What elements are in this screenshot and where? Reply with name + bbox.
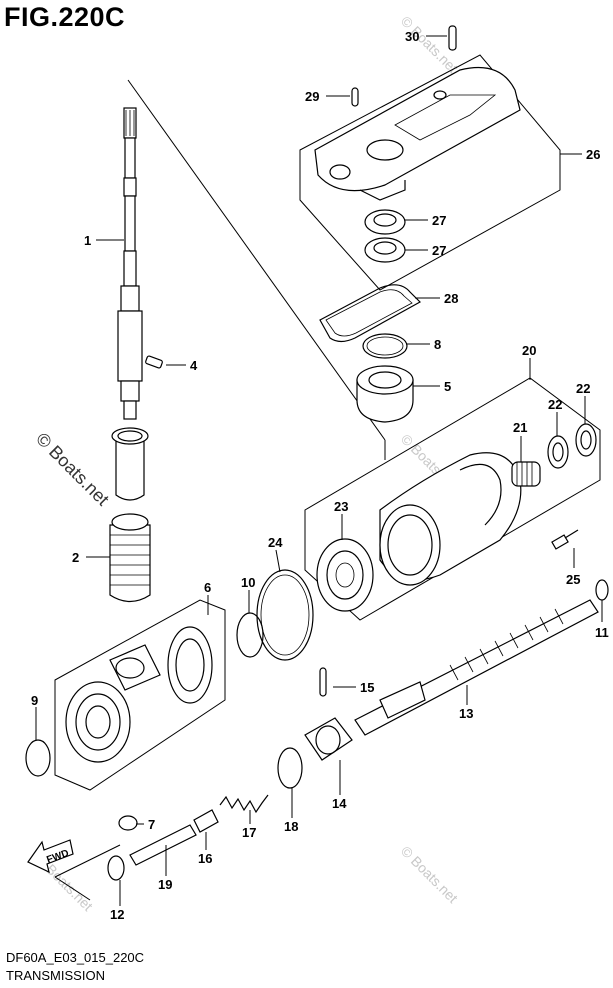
sleeve [111,427,149,501]
pin-15 [319,667,327,697]
leader-lines [35,35,603,906]
clutch-dog-14 [304,717,353,761]
callout-14: 14 [332,796,347,811]
callout-29: 29 [305,89,319,104]
drive-shaft-housing-plate [314,66,521,201]
pin-30 [448,25,457,51]
shim-9 [25,739,51,777]
callout-2: 2 [72,550,79,565]
o-ring-24 [256,569,314,661]
propeller-shaft-13 [354,599,599,736]
callout-6: 6 [204,580,211,595]
callout-30: 30 [405,29,419,44]
callout-8: 8 [434,337,441,352]
bearing-27-lower [364,237,406,263]
nut-7 [118,815,138,831]
callout-9: 9 [31,693,38,708]
shim-12 [107,855,125,881]
callout-17: 17 [242,825,256,840]
callout-24: 24 [268,535,283,550]
key-4 [145,355,163,369]
callout-10: 10 [241,575,255,590]
callout-11: 11 [595,625,609,640]
pin-29 [351,87,359,107]
bearing-5 [356,365,414,423]
callout-12: 12 [110,907,124,922]
callouts: 1 4 2 6 9 7 30 29 26 27 27 28 8 5 20 21 … [31,29,609,922]
box-part-26 [299,54,561,291]
callout-28: 28 [444,291,458,306]
bearing-case-20 [379,452,522,586]
callout-25: 25 [566,572,580,587]
callout-20: 20 [522,343,536,358]
needle-bearing-21 [511,461,541,487]
snap-ring-11 [595,579,609,601]
callout-21: 21 [513,420,527,435]
bearing-27-upper [364,209,406,235]
callout-26: 26 [586,147,600,162]
callout-7: 7 [148,817,155,832]
callout-18: 18 [284,819,298,834]
ball-bearing-23 [316,538,374,612]
watermark-text: © Boats.net [32,429,113,510]
callout-27: 27 [432,243,446,258]
figure-code: DF60A_E03_015_220C [6,950,145,965]
o-ring-8 [362,333,408,359]
callout-5: 5 [444,379,451,394]
shift-slider-19 [129,824,197,866]
callout-13: 13 [459,706,473,721]
guide-line [127,79,386,441]
bellows-boot-2 [109,513,151,603]
gear-set-6 [65,626,213,763]
spring-17 [219,794,269,814]
drive-shaft-1 [117,107,143,420]
bolt-25 [551,529,579,550]
push-rod-16 [193,809,219,833]
callout-22: 22 [576,381,590,396]
oil-seal-22-right [575,423,597,457]
figure-title: FIG.220C [4,2,126,32]
callout-19: 19 [158,877,172,892]
watermark-text: © Boats.net [398,843,461,906]
callout-15: 15 [360,680,374,695]
shim-10 [236,612,264,658]
callout-23: 23 [334,499,348,514]
callout-1: 1 [84,233,91,248]
callout-27: 27 [432,213,446,228]
callout-4: 4 [190,358,198,373]
callout-16: 16 [198,851,212,866]
spring-ring-18 [277,747,303,789]
gasket-28 [319,284,421,343]
box-part-6 [54,599,226,791]
callout-22: 22 [548,397,562,412]
figure-name: TRANSMISSION [6,968,105,983]
oil-seal-22-left [547,435,569,469]
